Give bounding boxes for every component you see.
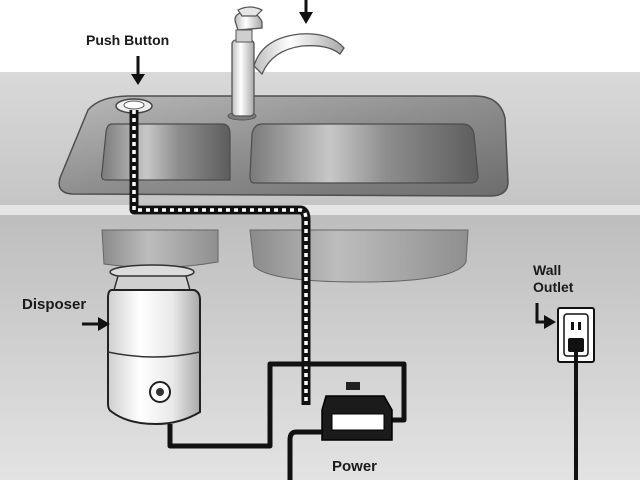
wall-outlet-arrow-icon [535,303,556,329]
power-module [321,382,393,441]
right-basin [249,123,479,184]
wall-outlet-label-line1: Wall [533,262,562,278]
faucet-arrow-icon [299,0,313,24]
air-tube [132,110,308,405]
faucet [231,6,345,117]
counter-edge [0,205,640,215]
right-bowl-underside [249,229,469,283]
push-button-arrow-icon [131,56,145,85]
left-basin [100,123,231,181]
disposer-label: Disposer [22,296,87,313]
disposer-unit [107,264,201,426]
power-label: Power [332,458,378,475]
wall-outlet-label-line2: Outlet [533,279,574,295]
disposer-arrow-icon [82,317,110,331]
push-button-label: Push Button [86,32,170,48]
disposer-cord [167,361,407,449]
power-cord [287,429,322,480]
left-bowl-underside [101,229,219,269]
push-button-device [115,98,153,114]
